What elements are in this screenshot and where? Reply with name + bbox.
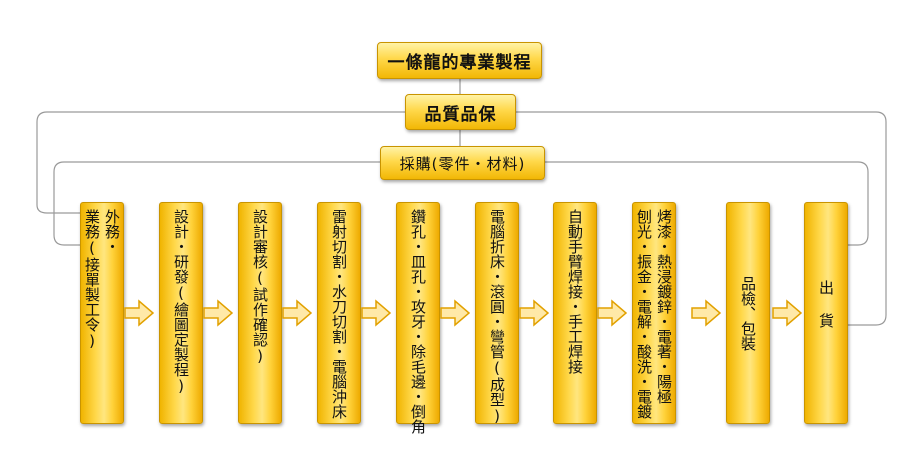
step-drilling-text: 鑽孔・皿孔・攻牙・除毛邊・倒角 — [409, 209, 427, 434]
step-shipping: 出貨 貨 — [804, 202, 848, 424]
step-welding-text: 自動手臂焊接・手工焊接 — [566, 209, 584, 374]
step-forming: 電腦折床・滾圓・彎管(成型) — [475, 202, 519, 425]
arrow-right-icon — [124, 299, 154, 327]
arrow-right-icon — [440, 299, 470, 327]
step-sales: 業務(接單製工令) 外務・ — [80, 202, 124, 424]
arrow-right-icon — [203, 299, 233, 327]
step-review: 設計審核(試作確認) — [238, 202, 282, 424]
step-finishing: 刨光・振金・電解・酸洗・電鍍 烤漆・熱浸鍍鋅・電著・陽極 — [632, 202, 676, 424]
title-text: 一條龍的專業製程 — [387, 53, 532, 73]
step-review-text: 設計審核(試作確認) — [251, 209, 269, 365]
step-inspection: 品檢、包裝 — [726, 202, 770, 424]
arrow-right-icon — [361, 299, 391, 327]
step-finishing-line2: 烤漆・熱浸鍍鋅・電著・陽極 — [655, 209, 673, 404]
step-inspection-text: 品檢、包裝 — [739, 275, 757, 351]
step-design-text: 設計・研發(繪圖定製程) — [172, 209, 190, 395]
step-finishing-line1: 刨光・振金・電解・酸洗・電鍍 — [635, 209, 653, 419]
step-design: 設計・研發(繪圖定製程) — [159, 202, 203, 424]
arrow-right-icon — [519, 299, 549, 327]
step-drilling: 鑽孔・皿孔・攻牙・除毛邊・倒角 — [396, 202, 440, 434]
arrow-right-icon — [691, 299, 721, 327]
quality-box: 品質品保 — [405, 94, 516, 130]
quality-text: 品質品保 — [424, 104, 497, 125]
arrow-right-icon — [772, 299, 802, 327]
step-welding: 自動手臂焊接・手工焊接 — [553, 202, 597, 424]
step-cutting: 雷射切割・水刀切割・電腦沖床 — [317, 202, 361, 424]
arrow-right-icon — [282, 299, 312, 327]
step-shipping-text: 出貨 — [817, 280, 835, 346]
step-forming-text: 電腦折床・滾圓・彎管(成型) — [488, 209, 506, 425]
arrow-right-icon — [597, 299, 627, 327]
procurement-text: 採購(零件・材料) — [399, 154, 526, 173]
step-cutting-text: 雷射切割・水刀切割・電腦沖床 — [330, 209, 348, 419]
title-box: 一條龍的專業製程 — [377, 42, 542, 79]
procurement-box: 採購(零件・材料) — [380, 146, 545, 180]
step-sales-line1: 外務・ — [103, 209, 121, 254]
step-sales-line2: 業務(接單製工令) — [83, 209, 101, 350]
